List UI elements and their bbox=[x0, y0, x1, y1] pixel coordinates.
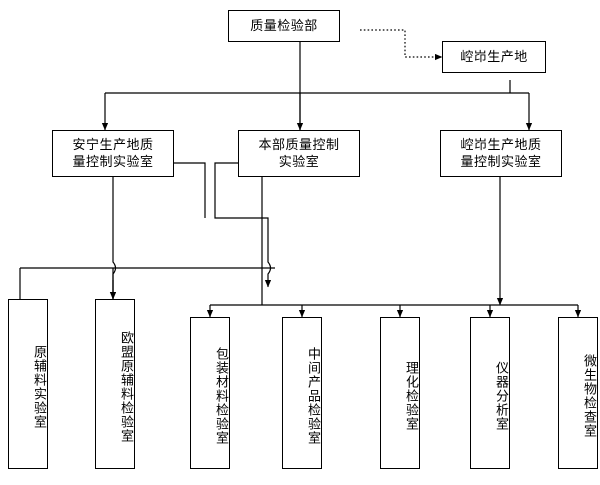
node-eu-raw-material-inspection-lab[interactable]: 欧盟原辅料检验室 bbox=[95, 299, 135, 469]
node-label-line1: 本部质量控制 bbox=[258, 137, 340, 153]
node-headquarters-qc-lab[interactable]: 本部质量控制 实验室 bbox=[238, 130, 360, 177]
node-physicochemical-inspection-lab[interactable]: 理化检验室 bbox=[380, 317, 420, 469]
node-packaging-material-inspection-lab[interactable]: 包装材料检验室 bbox=[190, 317, 230, 469]
node-label-line1: 安宁生产地质 bbox=[72, 137, 154, 153]
node-label: 理化检验室 bbox=[403, 361, 418, 431]
node-label: 包装材料检验室 bbox=[213, 347, 228, 445]
node-anning-qc-lab[interactable]: 安宁生产地质 量控制实验室 bbox=[52, 130, 174, 177]
node-label: 欧盟原辅料检验室 bbox=[118, 331, 133, 443]
node-label: 质量检验部 bbox=[250, 18, 318, 34]
node-kongtong-qc-lab[interactable]: 崆岇生产地质 量控制实验室 bbox=[440, 130, 562, 177]
wire-anning-right-stub bbox=[174, 162, 206, 218]
node-label-line1: 崆岇生产地质 bbox=[460, 137, 542, 153]
node-quality-inspection-dept[interactable]: 质量检验部 bbox=[228, 10, 340, 42]
node-label: 微生物检查室 bbox=[581, 354, 596, 438]
wire-root-to-kongtong-site bbox=[360, 29, 443, 61]
node-label-line2: 量控制实验室 bbox=[460, 154, 542, 170]
node-label: 仪器分析室 bbox=[493, 361, 508, 431]
node-intermediate-product-inspection-lab[interactable]: 中间产品检验室 bbox=[282, 317, 322, 469]
node-label: 中间产品检验室 bbox=[305, 347, 320, 445]
wire-hq-left-branch bbox=[214, 162, 272, 288]
node-label-line2: 量控制实验室 bbox=[72, 154, 154, 170]
node-label: 原辅料实验室 bbox=[31, 345, 46, 429]
node-label: 崆岇生产地 bbox=[460, 49, 528, 65]
node-label-line2: 实验室 bbox=[278, 154, 320, 170]
node-raw-material-lab[interactable]: 原辅料实验室 bbox=[8, 299, 48, 469]
node-microbiology-inspection-lab[interactable]: 微生物检查室 bbox=[558, 317, 598, 469]
node-kongtong-production-site[interactable]: 崆岇生产地 bbox=[442, 41, 546, 73]
node-instrument-analysis-lab[interactable]: 仪器分析室 bbox=[470, 317, 510, 469]
